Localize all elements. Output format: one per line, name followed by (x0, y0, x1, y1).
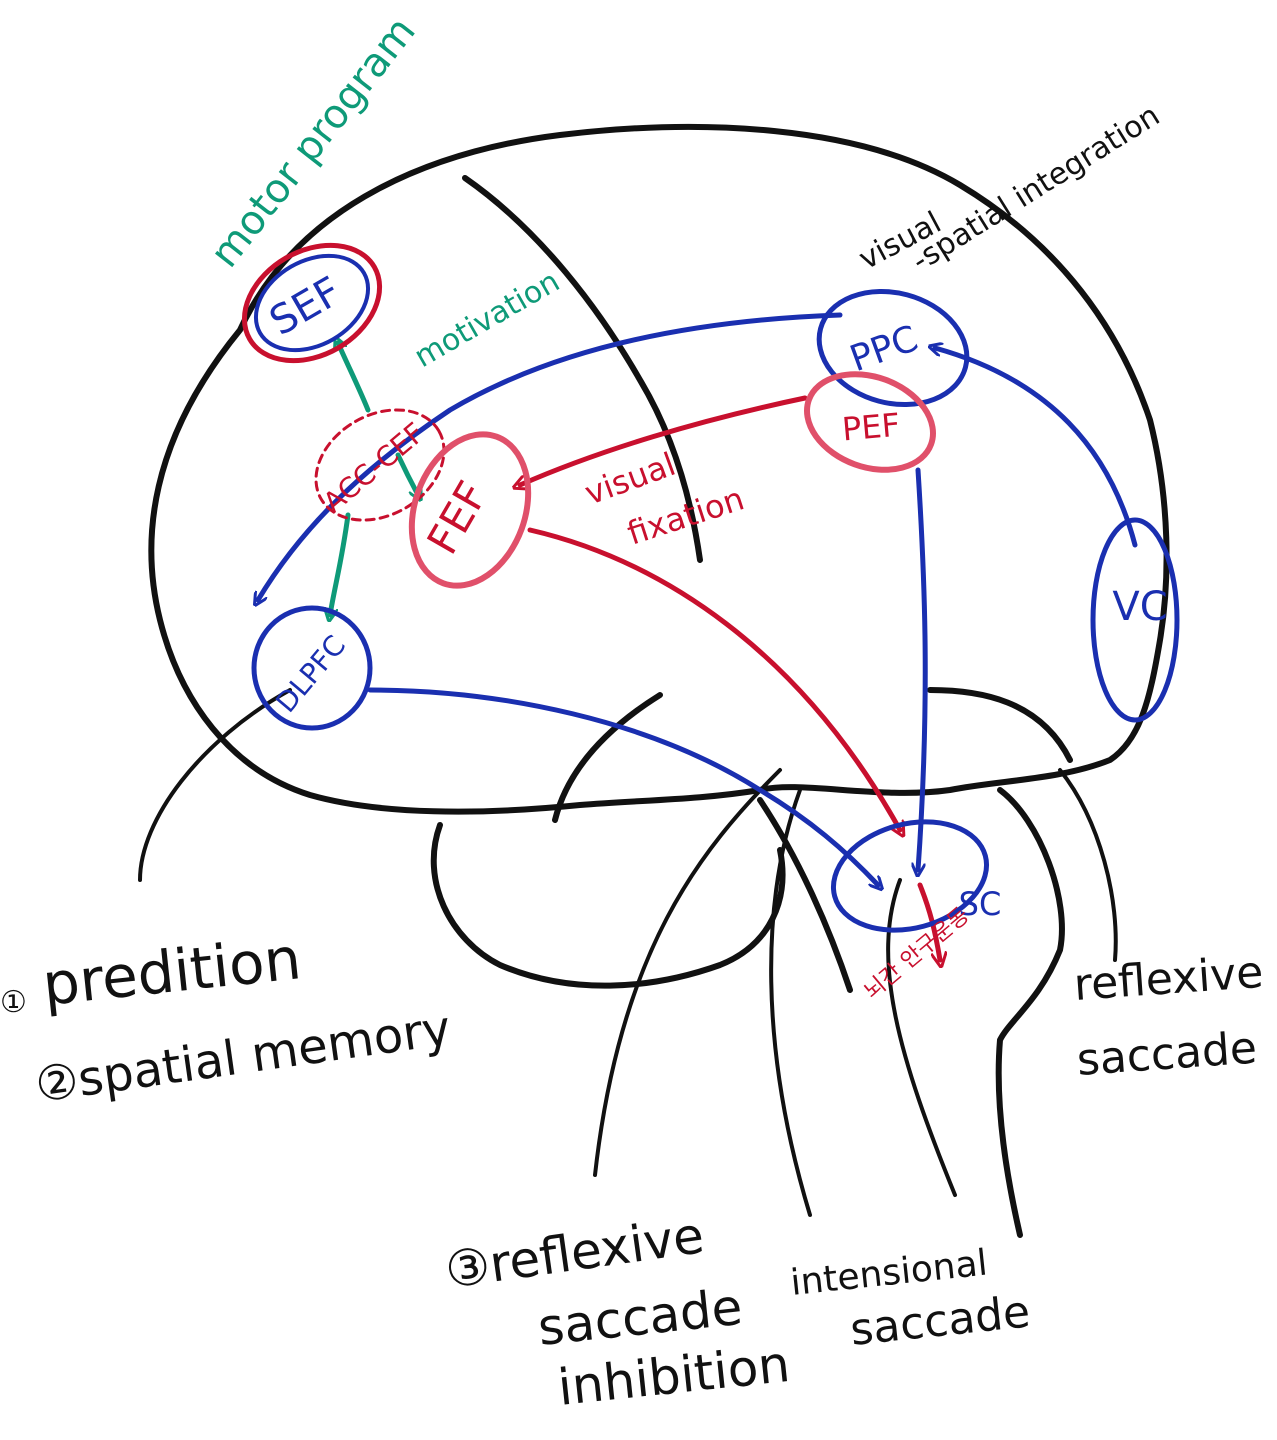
ppc-label: PPC (845, 318, 923, 380)
reflexive-saccade-text-2: saccade (1075, 1023, 1258, 1086)
vc-ring (1090, 517, 1180, 723)
motivation-text: motivation (409, 264, 566, 375)
sef-ring-inner (253, 253, 371, 353)
sc-output-text: 뇌간 안구운동 (860, 903, 974, 1005)
blue-connections (258, 312, 1138, 885)
sef-ring-outer (241, 242, 383, 364)
reflexive-saccade-text-1: reflexive (1072, 947, 1265, 1011)
fef-to-sc-arrow (527, 527, 900, 830)
dlpfc-ring (251, 605, 373, 731)
pef-ring (804, 371, 936, 473)
brain-outline (148, 123, 1170, 1238)
pef-to-fef-arrow (520, 395, 808, 485)
acc-to-sef-arrow (338, 343, 371, 413)
spatial-memory-text: ②spatial memory (32, 1000, 454, 1114)
vc-to-ppc-arrow (935, 348, 1138, 548)
sc-label: SC (959, 885, 1002, 923)
fef-ring (408, 431, 532, 589)
region-shapes (241, 242, 1180, 933)
leader-lines (138, 688, 1118, 1217)
prediction-text: predition (39, 924, 304, 1019)
intentional-saccade-text-2: saccade (848, 1286, 1033, 1356)
sc-to-brainstem-arrow (917, 882, 940, 960)
dlpfc-to-sc-arrow (367, 687, 878, 885)
prediction-number: ① (0, 985, 27, 1020)
visual-spatial-text-2: -spatial integration (906, 98, 1166, 279)
acc-to-dlpfc-arrow (330, 512, 351, 615)
ppc-to-dlpfc-arrow (258, 312, 843, 600)
sc-ring (830, 819, 990, 933)
acc-cef-ring (314, 408, 446, 522)
dlpfc-label: DLPFC (269, 629, 352, 719)
red-connections (520, 395, 940, 960)
vc-label: VC (1112, 584, 1167, 630)
pef-label: PEF (841, 406, 902, 449)
pef-to-sc-arrow (918, 467, 928, 870)
ppc-ring (816, 288, 970, 408)
